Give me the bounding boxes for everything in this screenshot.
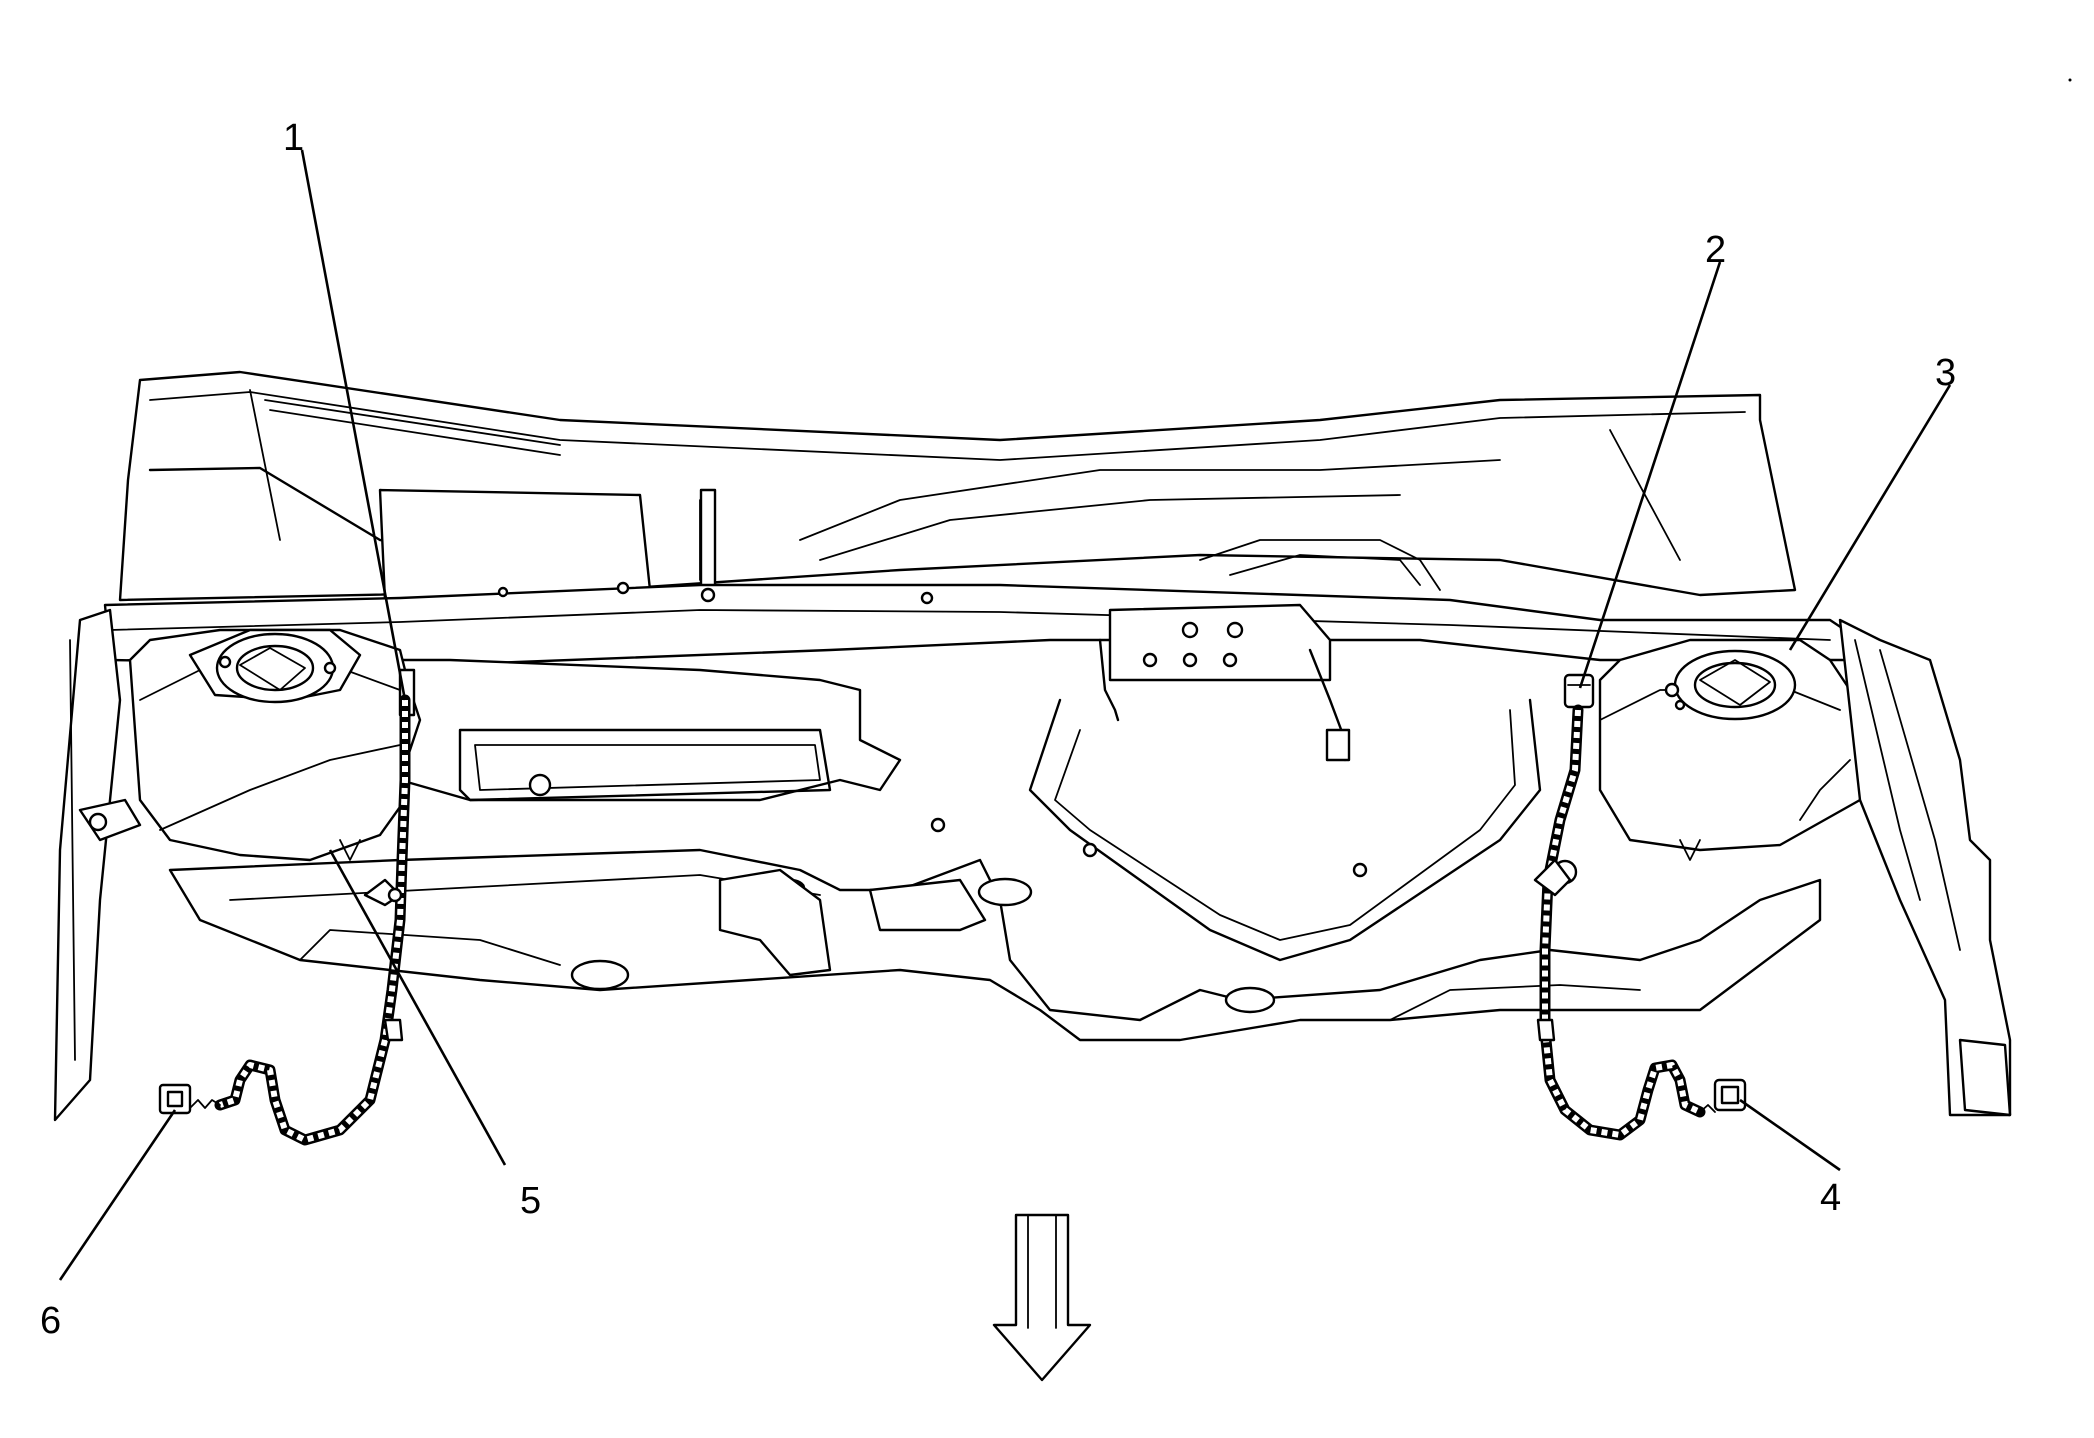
callout-1: 1 [283, 117, 304, 159]
left-strut-tower [78, 628, 416, 862]
callout-labels: 1 2 3 4 5 6 [40, 117, 1956, 1342]
down-arrow-icon [992, 1213, 1092, 1382]
callout-4: 4 [1820, 1177, 1841, 1219]
right-strut-tower [1598, 618, 2012, 1117]
leader-lines [58, 149, 1952, 1281]
right-wheel-speed-harness [1533, 673, 1747, 1141]
left-wheel-speed-harness [158, 694, 411, 1146]
callout-3: 3 [1935, 352, 1956, 394]
rear-floor-panel [118, 370, 1797, 602]
callout-5: 5 [520, 1180, 541, 1222]
speck [2068, 78, 2072, 82]
center-bracket [1098, 603, 1351, 762]
callout-6: 6 [40, 1300, 61, 1342]
callout-2: 2 [1705, 229, 1726, 271]
rear-cross-member [53, 581, 1862, 1122]
trapezoid-frame [1028, 698, 1542, 962]
lower-frame [168, 848, 1822, 1042]
